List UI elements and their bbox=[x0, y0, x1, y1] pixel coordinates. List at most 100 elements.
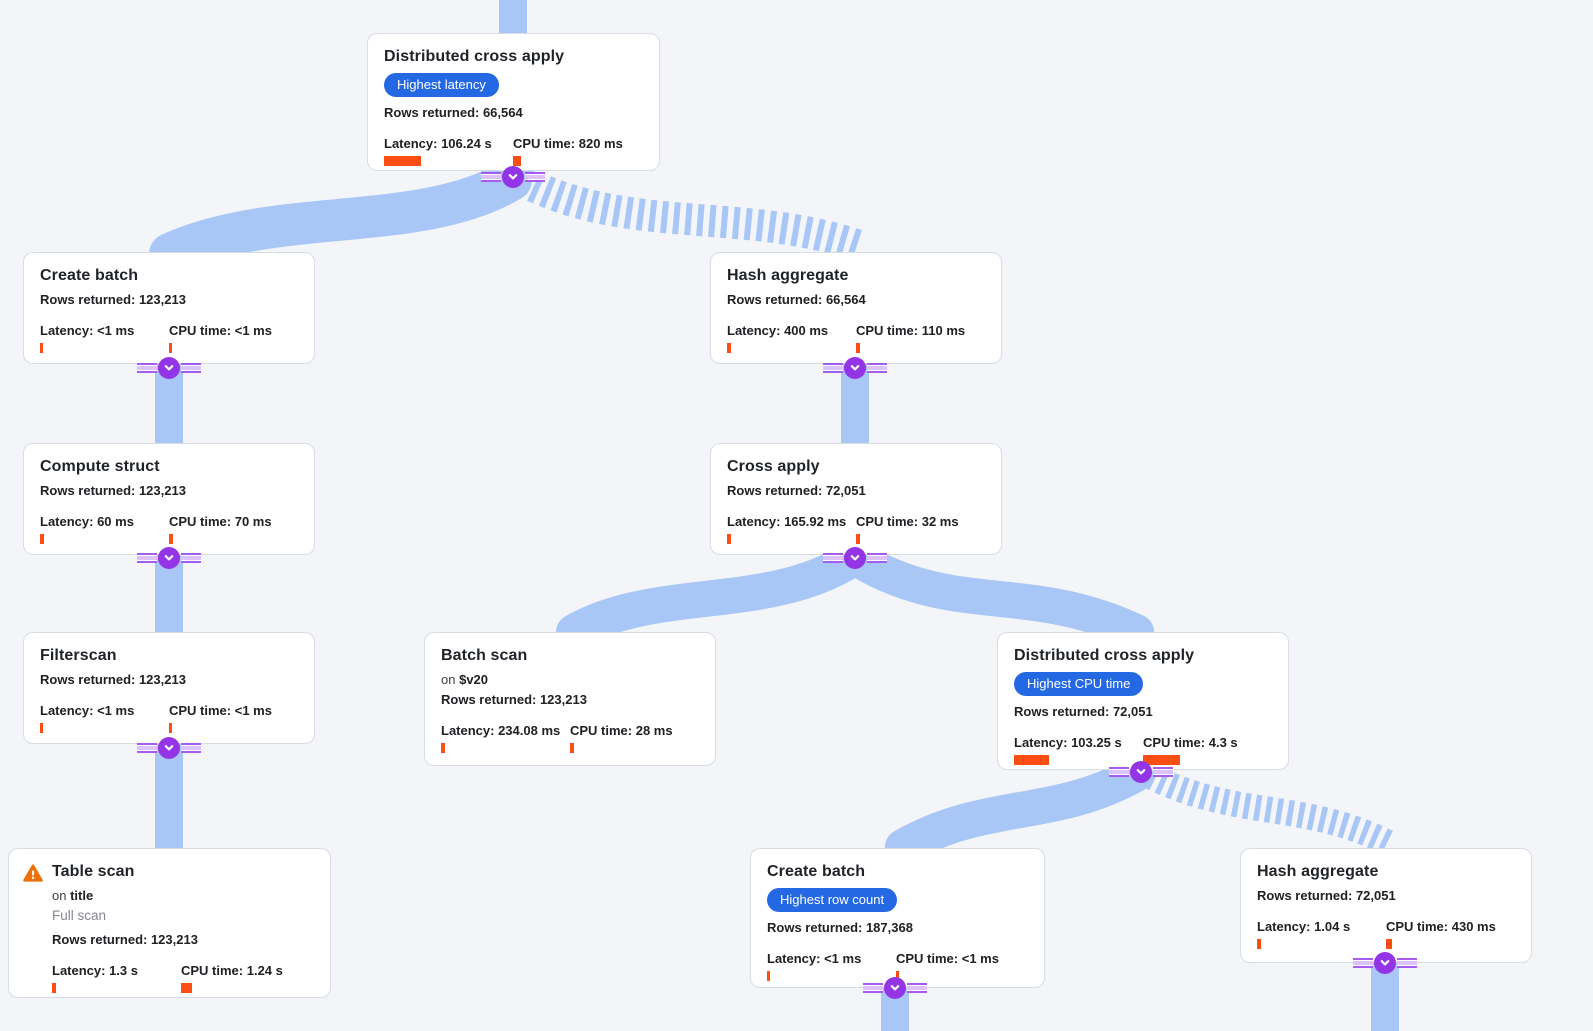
cpu-time-bar bbox=[513, 156, 521, 166]
edge-incoming-top bbox=[499, 0, 527, 34]
chevron-down-icon bbox=[844, 357, 866, 379]
connector-lines bbox=[481, 172, 501, 182]
edge-cross-apply-batch-scan bbox=[556, 543, 867, 650]
latency-bar bbox=[384, 156, 421, 166]
cpu-time-label: CPU time: 820 ms bbox=[513, 136, 623, 151]
scan-target: on title bbox=[52, 888, 94, 903]
node-title: Create batch bbox=[767, 863, 866, 880]
cpu-time-bar bbox=[1143, 755, 1180, 765]
cpu-time-bar bbox=[856, 343, 860, 353]
plan-node-hash-aggregate-2[interactable]: Hash aggregate Rows returned: 72,051 Lat… bbox=[1240, 848, 1532, 963]
cpu-time-label: CPU time: <1 ms bbox=[169, 323, 272, 338]
node-title: Compute struct bbox=[40, 458, 160, 475]
cpu-time-label: CPU time: 110 ms bbox=[856, 323, 966, 338]
latency-bar bbox=[727, 534, 731, 544]
plan-node-distributed-cross-apply-1[interactable]: Distributed cross apply Highest latency … bbox=[367, 33, 660, 171]
latency-label: Latency: 400 ms bbox=[727, 323, 829, 338]
cpu-time-bar bbox=[169, 723, 172, 733]
node-title: Hash aggregate bbox=[727, 267, 849, 284]
collapse-node-button[interactable] bbox=[137, 737, 201, 759]
latency-label: Latency: 1.04 s bbox=[1257, 919, 1351, 934]
connector-lines bbox=[525, 172, 545, 182]
collapse-node-button[interactable] bbox=[823, 357, 887, 379]
chevron-down-icon bbox=[158, 737, 180, 759]
cpu-time-bar bbox=[169, 343, 172, 353]
latency-label: Latency: 234.08 ms bbox=[441, 723, 561, 738]
plan-node-create-batch-1[interactable]: Create batch Rows returned: 123,213 Late… bbox=[23, 252, 315, 364]
cpu-time-bar bbox=[1386, 939, 1392, 949]
cpu-time-label: CPU time: 1.24 s bbox=[181, 963, 283, 978]
connector-lines bbox=[181, 553, 201, 563]
latency-bar bbox=[52, 983, 56, 993]
node-title: Batch scan bbox=[441, 647, 528, 664]
collapse-node-button[interactable] bbox=[137, 547, 201, 569]
rows-returned: Rows returned: 123,213 bbox=[52, 932, 198, 947]
collapse-node-button[interactable] bbox=[1353, 952, 1417, 974]
latency-bar bbox=[1014, 755, 1049, 765]
edge-dca1-create-batch bbox=[149, 159, 532, 275]
collapse-node-button[interactable] bbox=[823, 547, 887, 569]
plan-node-hash-aggregate-1[interactable]: Hash aggregate Rows returned: 66,564 Lat… bbox=[710, 252, 1002, 364]
chevron-down-icon bbox=[158, 357, 180, 379]
chevron-down-icon bbox=[158, 547, 180, 569]
edge-dca2-create-batch2 bbox=[885, 757, 1152, 865]
badge-highest-row-count: Highest row count bbox=[767, 888, 898, 912]
latency-bar bbox=[767, 971, 770, 981]
collapse-node-button[interactable] bbox=[863, 977, 927, 999]
connector-lines bbox=[823, 363, 843, 373]
latency-label: Latency: 165.92 ms bbox=[727, 514, 847, 529]
connector-lines bbox=[863, 983, 883, 993]
plan-node-create-batch-2[interactable]: Create batch Highest row count Rows retu… bbox=[750, 848, 1045, 988]
collapse-node-button[interactable] bbox=[1109, 761, 1173, 783]
cpu-time-label: CPU time: 4.3 s bbox=[1143, 735, 1238, 750]
plan-node-compute-struct[interactable]: Compute struct Rows returned: 123,213 La… bbox=[23, 443, 315, 555]
latency-bar bbox=[40, 723, 43, 733]
edge-hash-aggregate2-down bbox=[1371, 963, 1399, 1031]
plan-node-cross-apply[interactable]: Cross apply Rows returned: 72,051 Latenc… bbox=[710, 443, 1002, 555]
connector-lines bbox=[1153, 767, 1173, 777]
rows-returned: Rows returned: 123,213 bbox=[441, 692, 587, 707]
rows-returned: Rows returned: 72,051 bbox=[1014, 704, 1153, 719]
latency-label: Latency: 106.24 s bbox=[384, 136, 492, 151]
latency-label: Latency: 1.3 s bbox=[52, 963, 138, 978]
collapse-node-button[interactable] bbox=[137, 357, 201, 379]
connector-lines bbox=[867, 553, 887, 563]
plan-node-filterscan[interactable]: Filterscan Rows returned: 123,213 Latenc… bbox=[23, 632, 315, 744]
latency-bar bbox=[441, 743, 445, 753]
connector-lines bbox=[181, 363, 201, 373]
latency-bar bbox=[1257, 939, 1261, 949]
connector-lines bbox=[137, 363, 157, 373]
node-title: Table scan bbox=[52, 863, 135, 880]
cpu-time-bar bbox=[181, 983, 192, 993]
node-title: Cross apply bbox=[727, 458, 820, 475]
rows-returned: Rows returned: 123,213 bbox=[40, 483, 186, 498]
connector-lines bbox=[867, 363, 887, 373]
connector-lines bbox=[181, 743, 201, 753]
plan-node-distributed-cross-apply-2[interactable]: Distributed cross apply Highest CPU time… bbox=[997, 632, 1289, 770]
cpu-time-bar bbox=[169, 534, 173, 544]
node-title: Create batch bbox=[40, 267, 139, 284]
latency-bar bbox=[40, 534, 44, 544]
scan-target: on $v20 bbox=[441, 672, 489, 687]
rows-returned: Rows returned: 72,051 bbox=[727, 483, 866, 498]
chevron-down-icon bbox=[1374, 952, 1396, 974]
badge-highest-cpu-time: Highest CPU time bbox=[1014, 672, 1144, 696]
node-title: Distributed cross apply bbox=[1014, 647, 1195, 664]
edge-dca1-hash-aggregate bbox=[515, 166, 868, 263]
plan-node-table-scan[interactable]: Table scan on title Full scan Rows retur… bbox=[8, 848, 331, 998]
latency-label: Latency: 103.25 s bbox=[1014, 735, 1122, 750]
connector-lines bbox=[137, 553, 157, 563]
cpu-time-label: CPU time: 28 ms bbox=[570, 723, 673, 738]
cpu-time-label: CPU time: <1 ms bbox=[896, 951, 999, 966]
latency-label: Latency: <1 ms bbox=[767, 951, 862, 966]
connector-lines bbox=[823, 553, 843, 563]
collapse-node-button[interactable] bbox=[481, 166, 545, 188]
latency-label: Latency: 60 ms bbox=[40, 514, 134, 529]
cpu-time-bar bbox=[856, 534, 860, 544]
rows-returned: Rows returned: 66,564 bbox=[727, 292, 866, 307]
scan-type-note: Full scan bbox=[52, 908, 107, 923]
plan-node-batch-scan[interactable]: Batch scan on $v20 Rows returned: 123,21… bbox=[424, 632, 716, 766]
latency-bar bbox=[727, 343, 731, 353]
